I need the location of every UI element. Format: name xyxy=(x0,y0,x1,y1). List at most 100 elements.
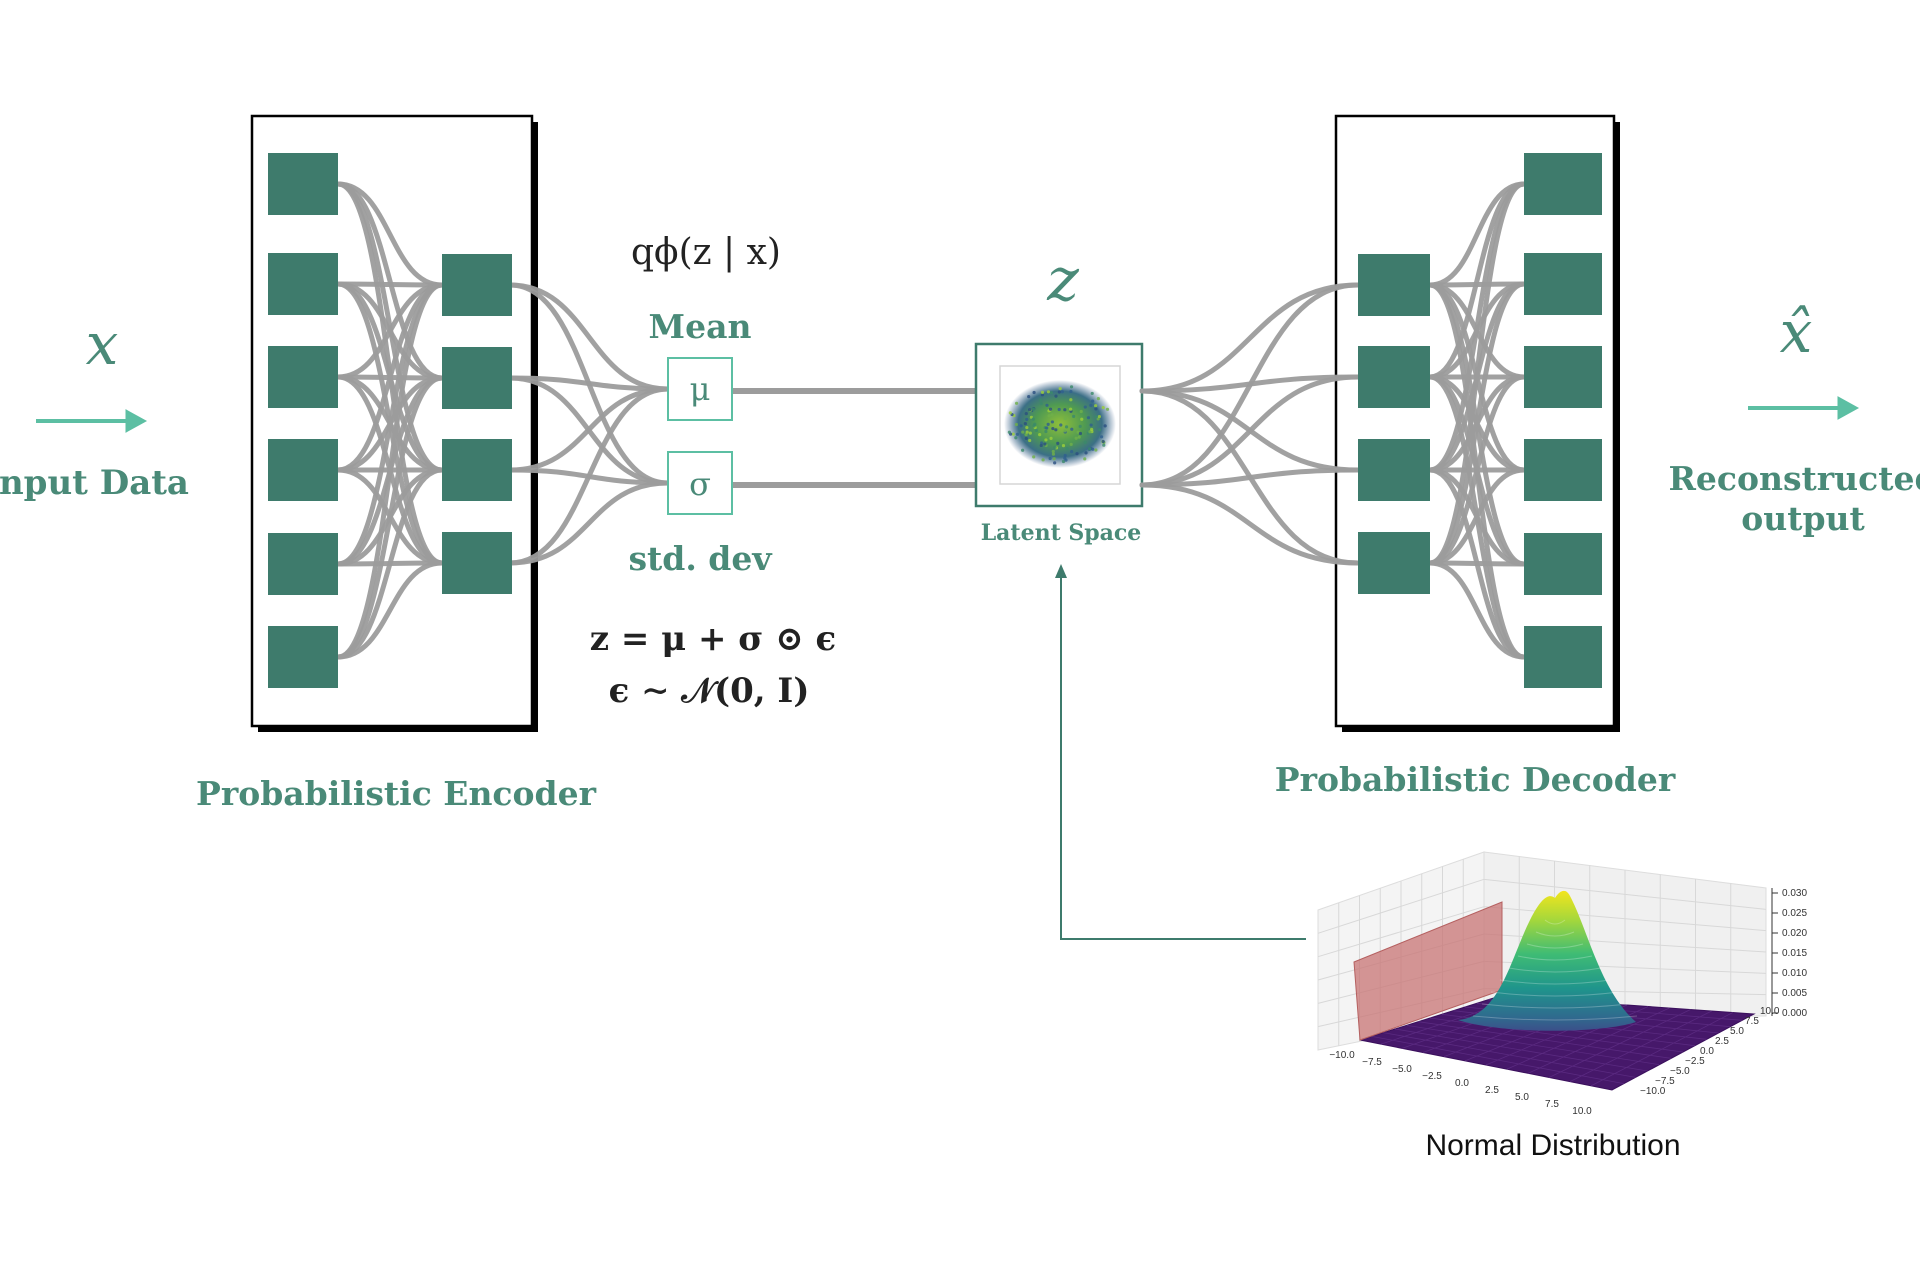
reparam-line2: ϵ ∼ 𝒩(0, I) xyxy=(609,671,810,711)
latent-to-decoder-edge xyxy=(1139,482,1361,566)
z-tick-label: 0.005 xyxy=(1782,988,1807,999)
latent-point xyxy=(1061,459,1066,464)
latent-point xyxy=(1045,426,1049,430)
x-tick-label: −2.5 xyxy=(1422,1071,1442,1082)
latent-point xyxy=(1051,426,1055,431)
x-tick-label: −5.0 xyxy=(1392,1064,1412,1075)
latent-point xyxy=(1083,457,1087,461)
latent-point xyxy=(1074,436,1078,440)
grid-line xyxy=(1317,878,1485,934)
latent-point xyxy=(1075,452,1079,456)
latent-point xyxy=(1027,395,1031,399)
latent-point xyxy=(1070,450,1074,454)
peak-contour xyxy=(1535,931,1575,937)
encoder-edge xyxy=(335,560,445,660)
latent-point xyxy=(1031,407,1036,411)
y-tick-label: 0.0 xyxy=(1700,1046,1714,1057)
latent-point xyxy=(1063,408,1067,412)
std-box: σ xyxy=(667,451,733,515)
latent-point xyxy=(1049,391,1054,395)
latent-point xyxy=(1089,403,1093,407)
latent-point xyxy=(1087,447,1092,451)
latent-point xyxy=(1048,407,1053,411)
latent-point xyxy=(1051,449,1055,454)
latent-point xyxy=(1043,442,1047,446)
mean-box: μ xyxy=(667,357,733,421)
peak-contour xyxy=(1472,1015,1638,1021)
latent-point xyxy=(1014,401,1019,405)
latent-point xyxy=(1024,436,1028,441)
latent-point xyxy=(1069,389,1073,394)
latent-point xyxy=(1046,422,1050,426)
grid-line xyxy=(1317,906,1485,958)
y-tick-label: −5.0 xyxy=(1670,1066,1690,1077)
x-tick-label: −7.5 xyxy=(1362,1057,1382,1068)
latent-point xyxy=(1040,441,1044,445)
y-tick-label: 7.5 xyxy=(1745,1016,1759,1027)
latent-point xyxy=(1045,403,1049,407)
decoder-output-node xyxy=(1524,253,1602,315)
latent-point xyxy=(1097,414,1102,419)
encoder-to-mean-edge xyxy=(507,282,671,392)
latent-point xyxy=(1094,448,1098,452)
encoder-edge xyxy=(335,375,445,660)
y-tick-label: 5.0 xyxy=(1730,1026,1744,1037)
latent-point xyxy=(1008,411,1012,415)
decoder-edge xyxy=(1427,281,1527,566)
latent-point xyxy=(1052,457,1056,461)
latent-point xyxy=(1091,399,1095,403)
latent-point xyxy=(1039,401,1043,406)
latent-point xyxy=(1063,429,1067,433)
peak-contour xyxy=(1517,955,1593,961)
decoder-edge xyxy=(1427,560,1527,660)
latent-point xyxy=(1021,430,1025,434)
latent-space-box xyxy=(974,342,1144,508)
encoder-hidden-node xyxy=(442,439,512,501)
latent-point xyxy=(1083,405,1087,409)
latent-point xyxy=(1063,453,1067,458)
latent-point xyxy=(1072,414,1076,419)
encoder-edge xyxy=(335,467,445,660)
decoder-output-node xyxy=(1524,439,1602,501)
grid-line xyxy=(1483,906,1767,932)
encoder-edge xyxy=(335,181,445,288)
output-label-line2: output xyxy=(1741,499,1865,538)
latent-point xyxy=(1102,443,1106,447)
decoder-hidden-node xyxy=(1358,254,1430,316)
latent-point xyxy=(1076,430,1080,434)
encoder-input-node xyxy=(268,626,338,688)
y-tick-label: 2.5 xyxy=(1715,1036,1729,1047)
latent-point xyxy=(1063,416,1067,421)
posterior-expr: qϕ(z | x) xyxy=(631,232,781,273)
latent-point xyxy=(1041,458,1045,462)
latent-point xyxy=(1077,435,1081,439)
latent-point xyxy=(1028,408,1032,412)
latent-point xyxy=(1048,456,1052,461)
latent-point xyxy=(1040,390,1045,395)
latent-point xyxy=(1070,427,1074,431)
encoder-to-mean-edge xyxy=(507,386,671,566)
latent-point xyxy=(1069,385,1074,389)
latent-point xyxy=(1090,391,1094,396)
encoder-label: Probabilistic Encoder xyxy=(196,774,597,813)
latent-point xyxy=(1101,405,1105,410)
latent-point xyxy=(1051,452,1056,456)
x-tick-label: 5.0 xyxy=(1515,1092,1529,1103)
decoder-edge xyxy=(1427,467,1527,566)
input-symbol: x xyxy=(86,310,119,378)
latent-point xyxy=(1058,387,1062,391)
latent-point xyxy=(1053,461,1057,465)
z-tick-label: 0.015 xyxy=(1782,948,1807,959)
mean-symbol: μ xyxy=(690,370,711,408)
latent-point xyxy=(1098,428,1102,432)
y-tick-label: −7.5 xyxy=(1655,1076,1675,1087)
latent-point xyxy=(1028,438,1032,443)
decoder-hidden-node xyxy=(1358,532,1430,594)
decoder-output-node xyxy=(1524,153,1602,215)
encoder-edge xyxy=(335,282,445,380)
latent-dots xyxy=(1007,385,1110,465)
peak-contour xyxy=(1526,943,1584,949)
latent-point xyxy=(1038,433,1042,437)
latent-point xyxy=(1032,390,1036,395)
